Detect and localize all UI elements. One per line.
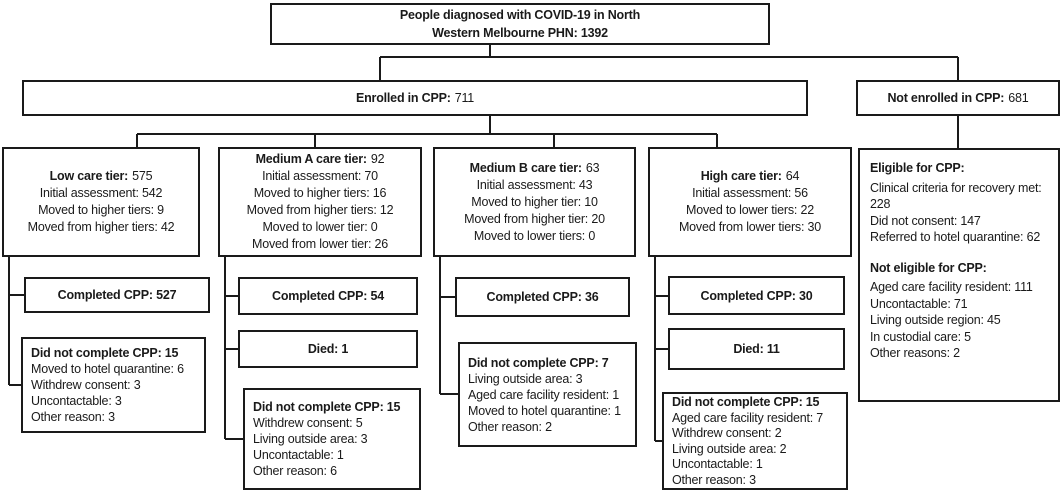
detail-line: Aged care facility resident: 1 — [468, 388, 620, 402]
detail-line: Withdrew consent: 5 — [253, 416, 363, 430]
detail-line: Uncontactable: 1 — [253, 448, 344, 462]
detail-line: Initial assessment: 70 — [262, 169, 378, 183]
high-died-box: Died: 11 — [668, 328, 845, 370]
root-line-1: People diagnosed with COVID-19 in North — [399, 8, 641, 22]
detail-line: Uncontactable: 71 — [870, 296, 968, 311]
medium-a-died-box: Died: 1 — [238, 330, 418, 368]
detail-line: Living outside region: 45 — [870, 313, 1001, 327]
detail-line: Withdrew consent: 2 — [672, 426, 782, 440]
detail-line: Moved to higher tiers: 16 — [253, 186, 387, 200]
detail-line: Referred to hotel quarantine: 62 — [870, 230, 1041, 244]
outcome-header: Did not complete CPP: 15 — [31, 346, 179, 360]
detail-line: Moved to lower tier: 0 — [262, 220, 378, 234]
section-gap — [870, 246, 1056, 260]
enrolled-title: Enrolled in CPP:711 — [355, 91, 475, 105]
tier-title: Medium B care tier:63 — [469, 160, 600, 175]
detail-line: Moved to lower tiers: 0 — [473, 228, 596, 243]
medium-a-completed-box: Completed CPP: 54 — [238, 277, 418, 315]
detail-line: Moved from higher tiers: 12 — [246, 203, 394, 217]
high-completed-box: Completed CPP: 30 — [668, 276, 845, 315]
tier-title: Medium A care tier:92 — [255, 152, 385, 166]
tier-title: High care tier:64 — [700, 169, 800, 183]
detail-line: Initial assessment: 56 — [692, 186, 808, 200]
not-eligible-header: Not eligible for CPP: — [870, 260, 987, 275]
detail-line: Moved from lower tier: 26 — [251, 237, 389, 251]
detail-line: Initial assessment: 43 — [476, 177, 593, 192]
tier-box-high: High care tier:64 Initial assessment: 56… — [648, 147, 852, 257]
detail-line: Living outside area: 3 — [253, 432, 368, 446]
detail-line: Other reasons: 2 — [870, 346, 960, 360]
high-did-not-complete-box: Did not complete CPP: 15 Aged care facil… — [662, 392, 848, 490]
detail-line: Moved to higher tiers: 9 — [38, 203, 164, 217]
low-completed-box: Completed CPP: 527 — [24, 277, 210, 313]
detail-line: Uncontactable: 1 — [672, 457, 763, 471]
outcome-header: Did not complete CPP: 15 — [253, 400, 401, 414]
detail-line: Other reason: 2 — [468, 420, 552, 434]
detail-line: Aged care facility resident: 7 — [672, 410, 824, 425]
detail-line: Moved to higher tier: 10 — [471, 194, 598, 209]
root-line-2: Western Melbourne PHN: 1392 — [432, 26, 608, 40]
detail-line: Moved to hotel quarantine: 6 — [31, 362, 184, 376]
detail-line: Did not consent: 147 — [870, 213, 981, 228]
tier-box-medium-b: Medium B care tier:63 Initial assessment… — [433, 147, 636, 257]
detail-line: Aged care facility resident: 111 — [870, 280, 1033, 294]
medium-a-did-not-complete-box: Did not complete CPP: 15 Withdrew consen… — [243, 388, 421, 490]
outcome-header: Did not complete CPP: 15 — [672, 395, 820, 409]
medium-b-did-not-complete-box: Did not complete CPP: 7 Living outside a… — [458, 342, 637, 447]
detail-line: Moved from lower tiers: 30 — [678, 220, 822, 234]
detail-line: Other reason: 3 — [672, 472, 756, 487]
detail-line: Initial assessment: 542 — [39, 186, 163, 200]
detail-line: Uncontactable: 3 — [31, 394, 122, 408]
eligible-header: Eligible for CPP: — [870, 161, 965, 175]
detail-line: Moved to lower tiers: 22 — [686, 203, 814, 217]
enrolled-box: Enrolled in CPP:711 — [22, 80, 808, 116]
detail-line: Living outside area: 3 — [468, 372, 583, 386]
not-enrolled-box: Not enrolled in CPP:681 — [856, 80, 1060, 116]
detail-line: In custodial care: 5 — [870, 329, 971, 344]
not-enrolled-title: Not enrolled in CPP:681 — [887, 91, 1029, 105]
tier-title: Low care tier:575 — [49, 169, 153, 183]
medium-b-completed-box: Completed CPP: 36 — [455, 277, 630, 317]
detail-line: Moved from higher tier: 20 — [464, 211, 605, 226]
detail-line: Withdrew consent: 3 — [31, 378, 141, 392]
low-did-not-complete-box: Did not complete CPP: 15 Moved to hotel … — [21, 337, 206, 433]
detail-line: Moved to hotel quarantine: 1 — [468, 404, 621, 418]
tier-box-low: Low care tier:575 Initial assessment: 54… — [2, 147, 200, 257]
eligibility-box: Eligible for CPP: Clinical criteria for … — [858, 148, 1060, 402]
detail-line: Moved from higher tiers: 42 — [27, 220, 175, 234]
tier-box-medium-a: Medium A care tier:92 Initial assessment… — [218, 147, 422, 257]
detail-line: Living outside area: 2 — [672, 441, 787, 456]
outcome-header: Did not complete CPP: 7 — [468, 356, 609, 370]
detail-line: Other reason: 3 — [31, 410, 115, 424]
detail-line: Other reason: 6 — [253, 464, 337, 478]
root-box: People diagnosed with COVID-19 in North … — [270, 3, 770, 45]
detail-line: Clinical criteria for recovery met: 228 — [870, 180, 1042, 212]
